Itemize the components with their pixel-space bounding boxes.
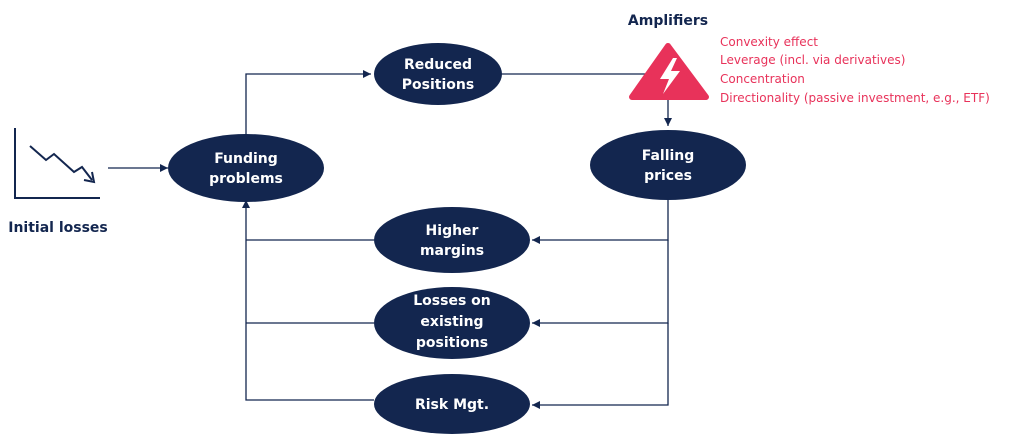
node-label: Falling [642, 148, 695, 164]
warning-lightning-icon [629, 43, 709, 100]
edge-falling-to-margins [532, 196, 669, 244]
amplifier-item: Convexity effect [720, 35, 818, 49]
edge-funding-to-reduced [245, 70, 371, 140]
node-label: Reduced [404, 57, 472, 73]
node-label: problems [209, 171, 283, 187]
node-risk-mgt: Risk Mgt. [374, 374, 530, 434]
node-label: positions [416, 335, 488, 351]
node-label: existing [420, 314, 483, 330]
node-label: Losses on [413, 293, 491, 309]
amplifier-item: Concentration [720, 72, 805, 86]
node-label: Higher [426, 223, 479, 239]
amplifier-list: Convexity effect Leverage (incl. via der… [720, 35, 990, 105]
declining-chart-icon [14, 128, 100, 199]
node-label: Positions [402, 77, 474, 93]
amplifiers-title: Amplifiers [628, 13, 708, 29]
node-funding-problems: Funding problems [168, 134, 324, 202]
node-losses-existing-positions: Losses on existing positions [374, 287, 530, 359]
node-label: prices [644, 168, 692, 184]
edge-falling-to-risk [532, 323, 669, 409]
edge-risk-to-funding [242, 200, 374, 401]
node-higher-margins: Higher margins [374, 207, 530, 273]
node-reduced-positions: Reduced Positions [374, 43, 502, 105]
node-label: Funding [214, 151, 278, 167]
node-label: Risk Mgt. [415, 397, 489, 413]
node-label: margins [420, 243, 484, 259]
edge-falling-to-losses [532, 240, 669, 327]
amplifier-item: Directionality (passive investment, e.g.… [720, 91, 990, 105]
amplifier-item: Leverage (incl. via derivatives) [720, 53, 905, 67]
initial-losses-label: Initial losses [8, 220, 108, 236]
node-falling-prices: Falling prices [590, 130, 746, 200]
edges [108, 70, 672, 409]
